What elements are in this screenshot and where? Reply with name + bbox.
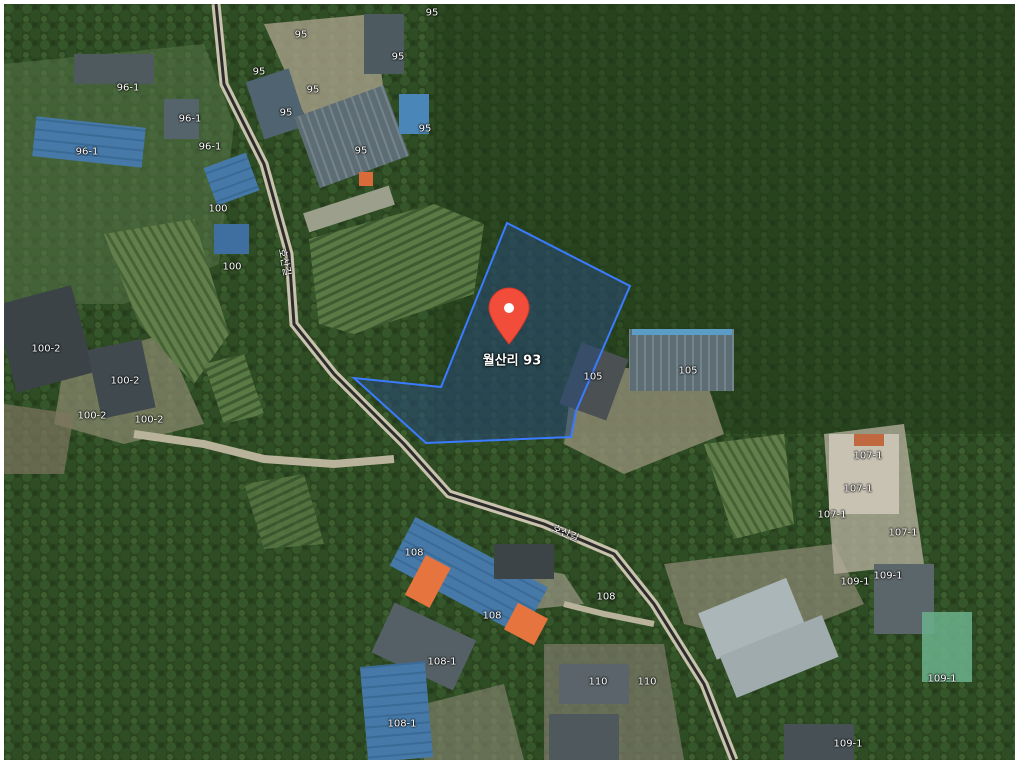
- lot-label: 108: [596, 591, 616, 603]
- lot-label: 95: [418, 123, 432, 135]
- lot-label: 100-2: [31, 343, 61, 355]
- lot-label: 107-1: [853, 450, 883, 462]
- lot-label: 95: [279, 107, 293, 119]
- lot-label: 100: [222, 261, 242, 273]
- satellite-imagery: [4, 4, 1015, 760]
- lot-label: 109-1: [833, 738, 863, 750]
- lot-label: 110: [588, 676, 608, 688]
- lot-label: 96-1: [178, 113, 202, 125]
- lot-label: 107-1: [888, 527, 918, 539]
- lot-label: 95: [252, 66, 266, 78]
- lot-label: 109-1: [927, 673, 957, 685]
- lot-label: 96-1: [198, 141, 222, 153]
- lot-label: 105: [583, 371, 603, 383]
- satellite-map[interactable]: 95 95 95 95 95 95 95 95 96-1 96-1 96-1 9…: [4, 4, 1015, 760]
- lot-label: 105: [678, 365, 698, 377]
- lot-label: 107-1: [817, 509, 847, 521]
- lot-label: 95: [306, 84, 320, 96]
- lot-label: 109-1: [873, 570, 903, 582]
- lot-label: 100-2: [134, 414, 164, 426]
- lot-label: 100: [208, 203, 228, 215]
- lot-label: 108: [404, 547, 424, 559]
- selected-parcel-outline[interactable]: [4, 4, 1015, 760]
- map-pin-icon[interactable]: [484, 286, 534, 346]
- lot-label: 96-1: [116, 82, 140, 94]
- lot-label: 108: [482, 610, 502, 622]
- lot-label: 109-1: [840, 576, 870, 588]
- lot-label: 95: [391, 51, 405, 63]
- lot-label: 107-1: [843, 483, 873, 495]
- lot-label: 108-1: [387, 718, 417, 730]
- lot-label: 100-2: [110, 375, 140, 387]
- lot-label: 95: [425, 7, 439, 19]
- lot-label: 96-1: [75, 146, 99, 158]
- lot-label: 110: [637, 676, 657, 688]
- selected-parcel-label: 월산리 93: [482, 353, 542, 369]
- lot-label: 95: [354, 145, 368, 157]
- lot-label: 100-2: [77, 410, 107, 422]
- lot-label: 108-1: [427, 656, 457, 668]
- lot-label: 95: [294, 29, 308, 41]
